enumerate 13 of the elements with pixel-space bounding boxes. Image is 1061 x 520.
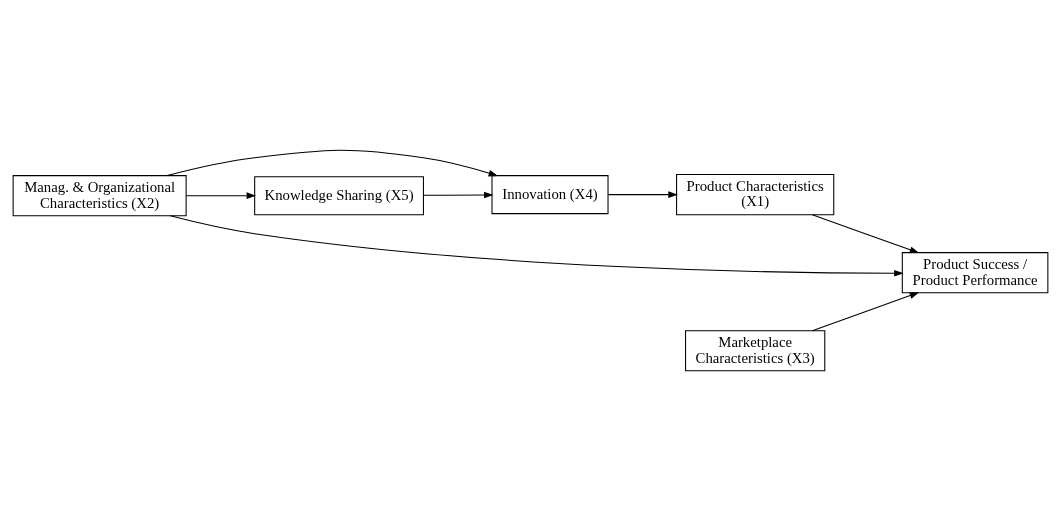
arrow (811, 291, 920, 331)
node-box: Knowledge Sharing (X5) (254, 175, 424, 215)
node-box: Innovation (X4) (491, 174, 609, 214)
arrow (811, 213, 920, 253)
arrow (185, 191, 257, 199)
arrow (169, 214, 904, 277)
arrow (607, 190, 678, 198)
node-box: Product Characteristics (X1) (676, 173, 835, 215)
arrow (166, 149, 499, 176)
node-box: Product Success / Product Performance (901, 251, 1049, 293)
node-box: Marketplace Characteristics (X3) (685, 329, 826, 371)
arrow (423, 191, 494, 198)
node-box: Manag. & Organizational Characteristics (X2) (12, 174, 187, 216)
